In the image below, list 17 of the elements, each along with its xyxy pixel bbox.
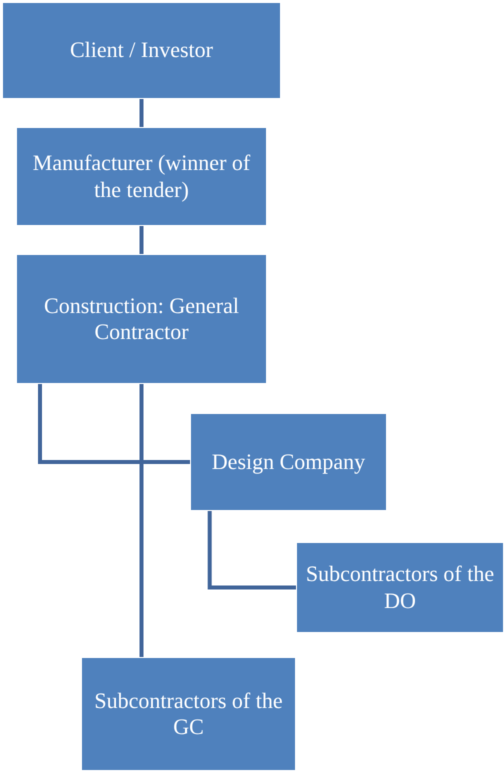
connector-line <box>208 511 296 590</box>
box-label: Manufacturer (winner of the tender) <box>32 150 252 203</box>
org-box <box>16 254 267 384</box>
connector-line <box>140 384 144 657</box>
box-label: Construction: General Contractor <box>43 292 240 346</box>
org-box <box>2 2 281 99</box>
org-box <box>81 657 296 771</box>
connector-line <box>140 99 144 127</box>
connector-line <box>140 226 144 254</box>
org-box <box>190 413 387 511</box>
box-label: Design Company <box>212 448 366 476</box>
connector-line <box>38 384 190 464</box>
box-label: Subcontractors of the DO <box>305 561 495 614</box>
org-box <box>296 542 504 633</box>
box-label: Subcontractors of the GC <box>93 688 284 740</box>
org-box <box>16 127 267 226</box>
box-label: Client / Investor <box>70 37 213 64</box>
